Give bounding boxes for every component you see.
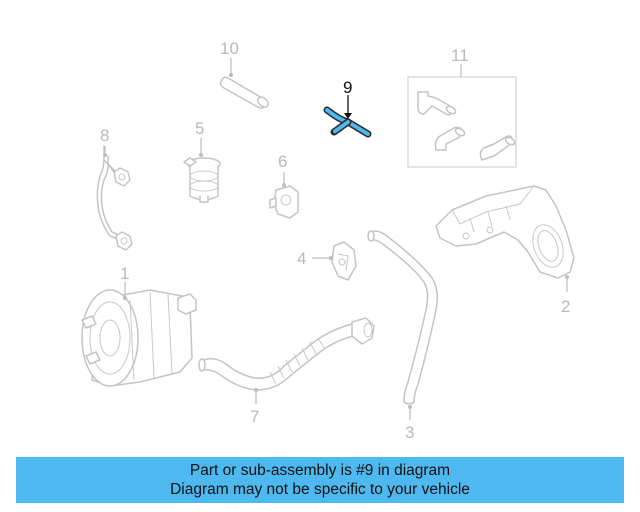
callout-2[interactable]: 2	[561, 297, 570, 316]
callout-7[interactable]: 7	[250, 407, 259, 426]
info-banner: Part or sub-assembly is #9 in diagram Di…	[16, 457, 624, 503]
part-9-t-connector[interactable]	[323, 95, 372, 138]
callout-3[interactable]: 3	[405, 423, 414, 442]
part-2-bracket[interactable]	[435, 185, 575, 292]
part-4-bracket[interactable]	[312, 241, 357, 281]
part-7-hose[interactable]	[198, 317, 375, 404]
callout-4[interactable]: 4	[297, 249, 306, 268]
part-5-valve[interactable]	[183, 138, 221, 203]
callout-11[interactable]: 11	[451, 46, 469, 65]
banner-line-1: Part or sub-assembly is #9 in diagram	[189, 462, 451, 479]
callout-1[interactable]: 1	[120, 264, 129, 283]
part-6-valve[interactable]	[269, 172, 299, 219]
part-3-hose[interactable]	[367, 230, 439, 420]
callout-8[interactable]: 8	[100, 126, 109, 145]
part-11-hose-kit[interactable]	[407, 64, 517, 168]
part-8-pipe[interactable]	[96, 145, 133, 251]
callout-10[interactable]: 10	[220, 39, 239, 58]
callout-5[interactable]: 5	[195, 119, 204, 138]
banner-line-2: Diagram may not be specific to your vehi…	[170, 481, 470, 498]
callout-6[interactable]: 6	[278, 152, 287, 171]
part-10-hose[interactable]	[219, 58, 270, 109]
part-1-air-pump[interactable]	[81, 282, 197, 387]
callout-9[interactable]: 9	[343, 78, 352, 97]
